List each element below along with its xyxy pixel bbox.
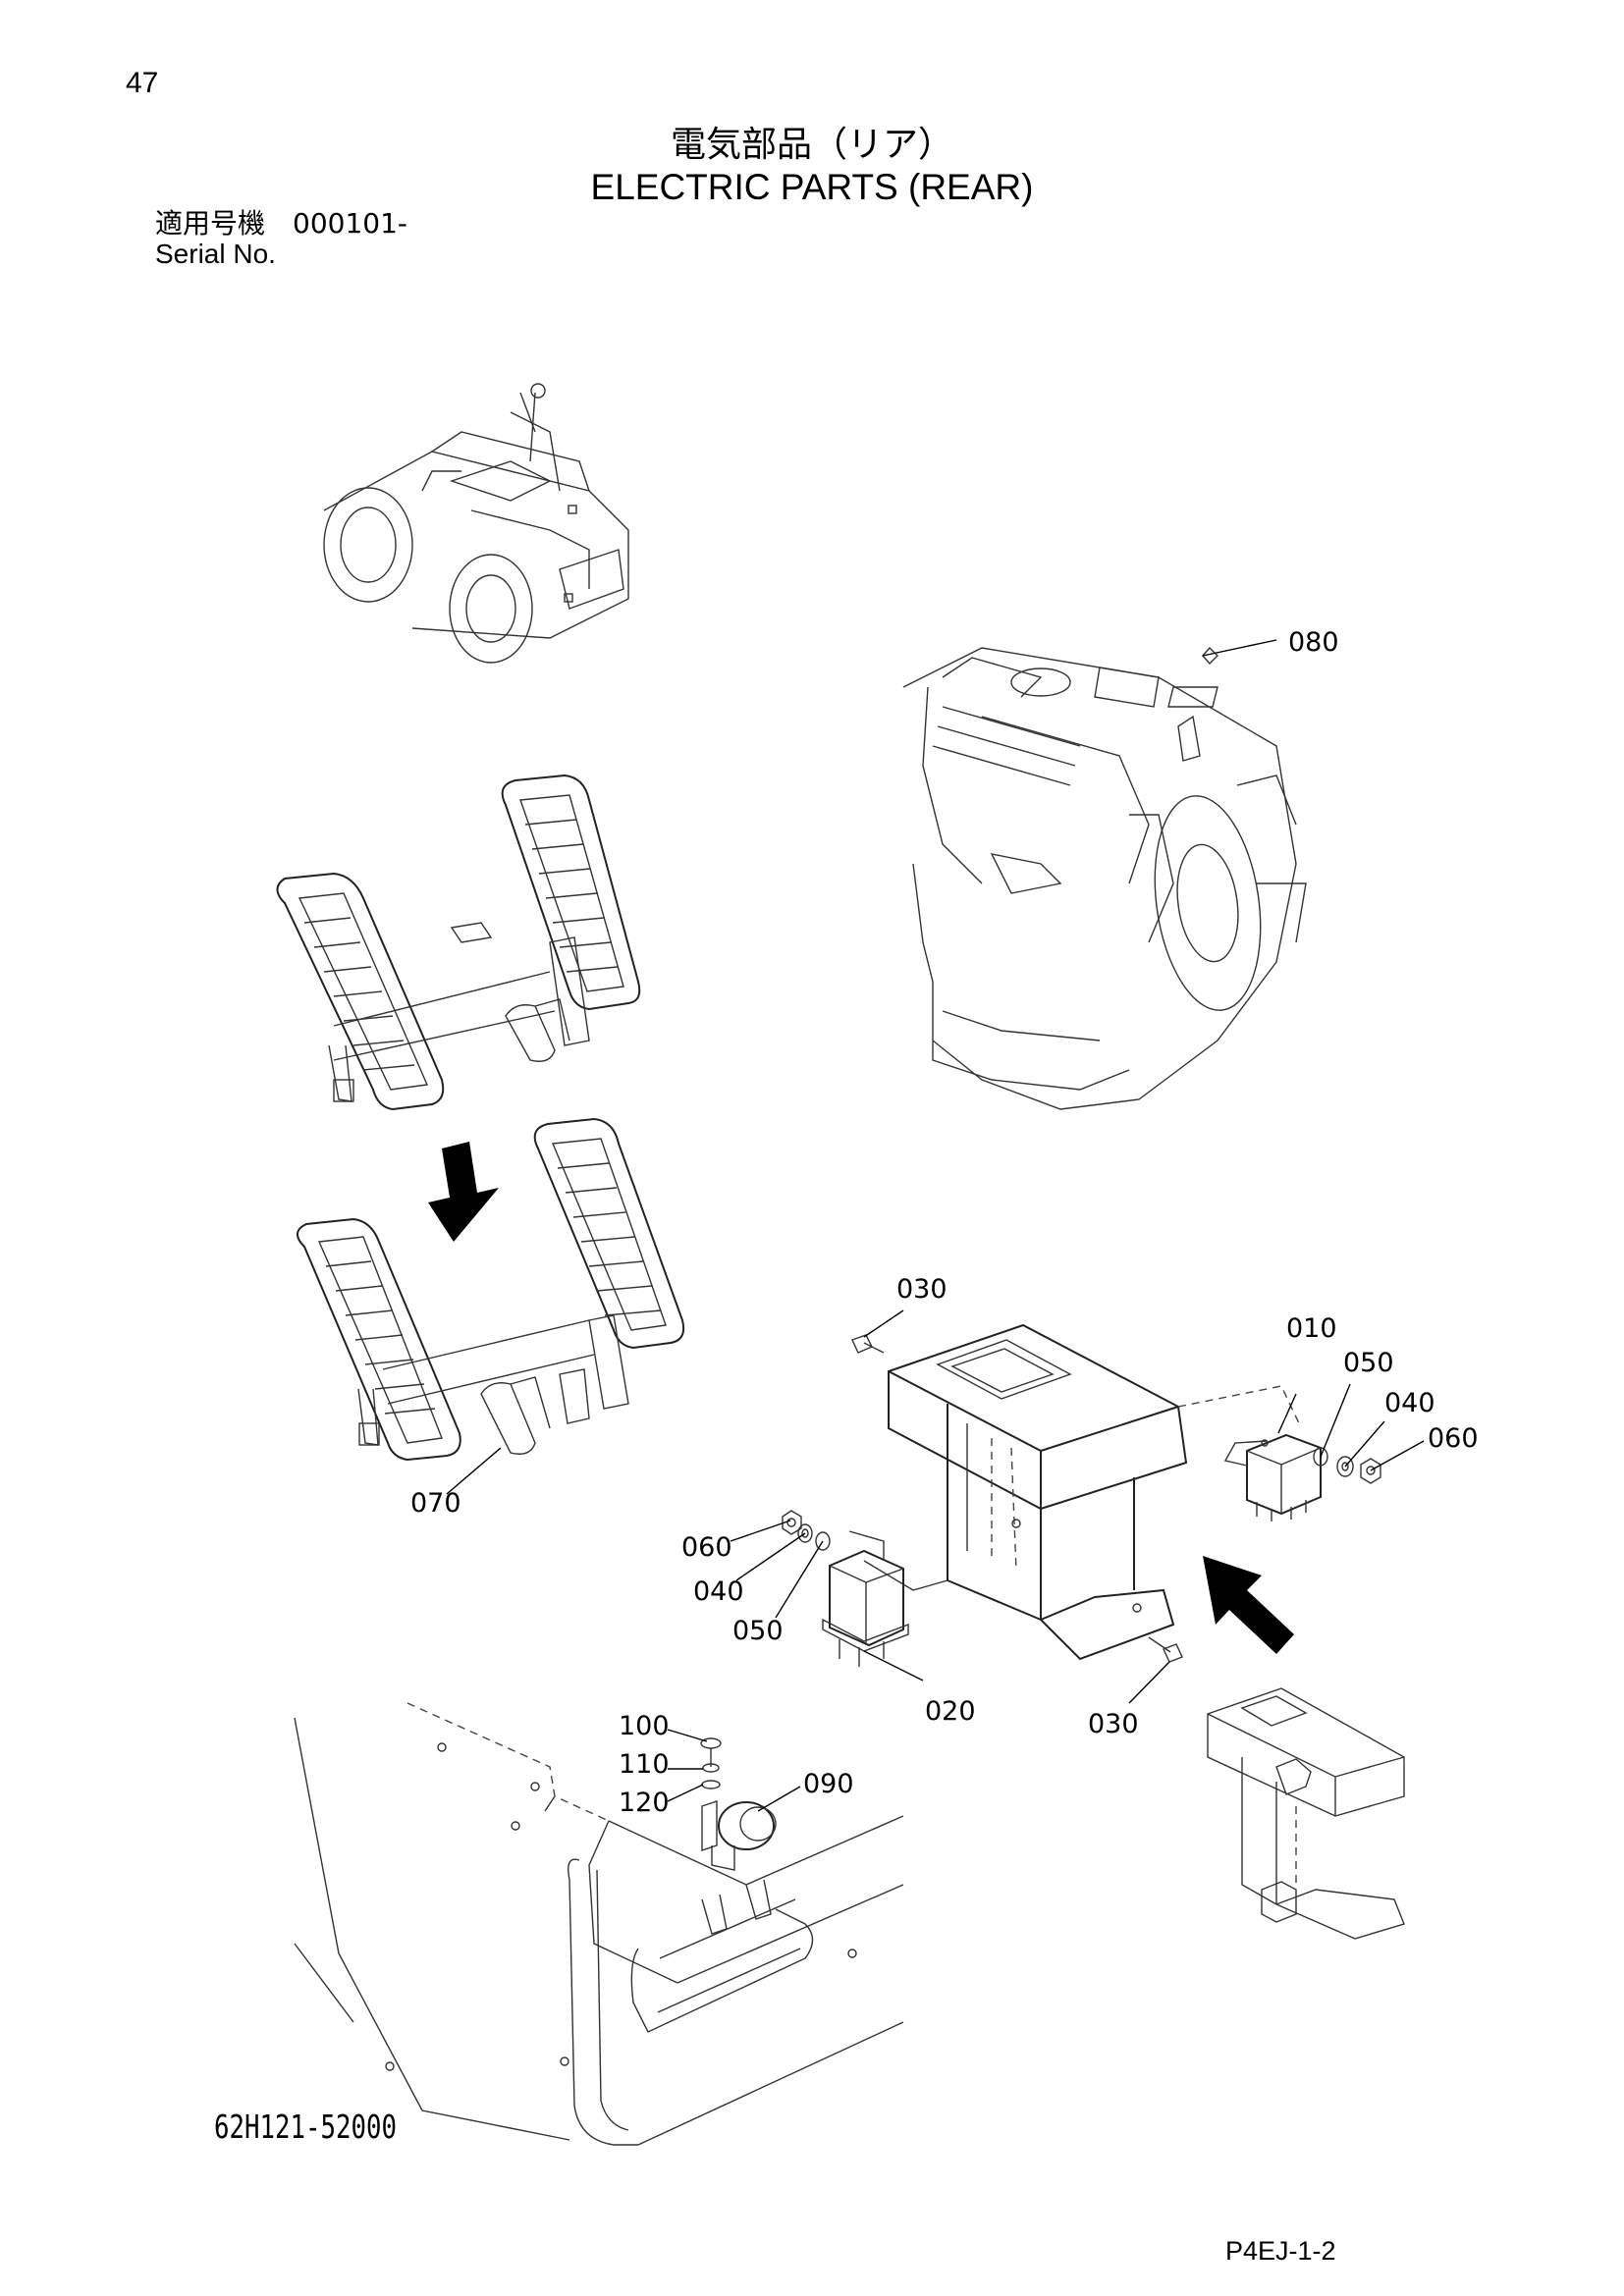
callout-070: 070 [410,1488,461,1519]
pedal-assembly-upper [276,774,641,1111]
chassis-frame [294,1702,904,2146]
callout-100: 100 [619,1711,670,1741]
bolt-030-upper [851,1334,885,1354]
leader-lines [667,639,1425,1812]
callout-040-left: 040 [693,1576,744,1607]
relay-020 [822,1530,909,1667]
callout-040-right: 040 [1384,1388,1435,1418]
hardware-left [782,1510,831,1551]
title-japanese: 電気部品（リア） [670,125,953,165]
vehicle-overview [323,383,629,664]
engine-assembly [902,646,1307,1110]
hardware-right [1313,1447,1381,1484]
drawing-number: 62H121-52000 [214,2108,397,2146]
callout-050-left: 050 [732,1616,784,1646]
page-number: 47 [126,67,159,99]
serial-label: Serial No. [155,239,276,269]
callout-080: 080 [1288,627,1339,658]
callout-030-lower: 030 [1088,1709,1139,1739]
serial-range-japanese: 適用号機 000101- [155,207,407,240]
relay-010 [1223,1433,1322,1522]
callout-090: 090 [803,1769,854,1799]
callout-050-right: 050 [1343,1348,1394,1378]
callout-120: 120 [619,1788,670,1818]
title-english: ELECTRIC PARTS (REAR) [590,167,1034,207]
callout-010: 010 [1286,1313,1337,1344]
down-arrow-icon [428,1142,499,1242]
callout-020: 020 [925,1696,976,1727]
pedal-assembly-lower [297,1117,685,1495]
callout-030-upper: 030 [896,1274,947,1305]
relay-bracket [863,1323,1300,1661]
horn-090 [700,1737,777,1871]
callout-060-right: 060 [1428,1423,1479,1454]
bolt-030-lower [1148,1636,1183,1663]
callout-060-left: 060 [681,1532,732,1563]
callout-110: 110 [619,1749,670,1780]
page-code: P4EJ-1-2 [1225,2236,1336,2266]
part-callouts: 010 020 030 030 040 040 050 050 060 060 … [410,627,1479,1818]
location-view [1207,1687,1405,1940]
diagonal-arrow-icon [1203,1556,1294,1654]
